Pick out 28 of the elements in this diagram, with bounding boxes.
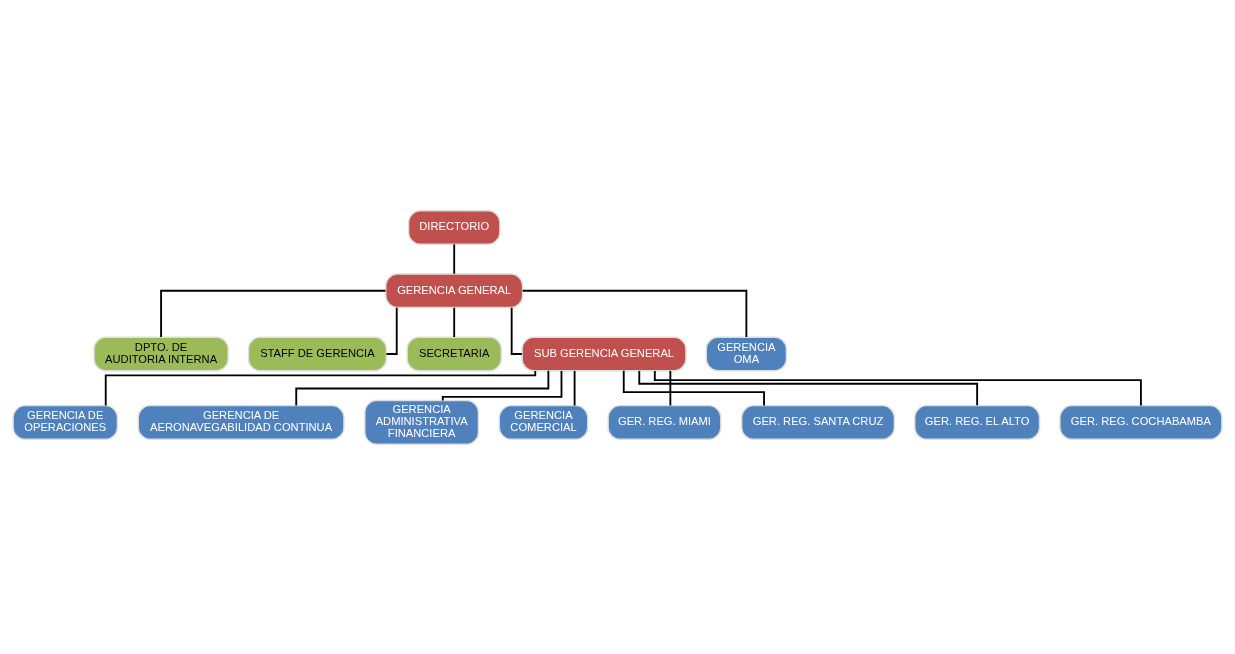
connector xyxy=(638,369,979,406)
node-box: GERENCIA DE OPERACIONES xyxy=(12,404,119,440)
connector xyxy=(573,369,576,406)
connector xyxy=(653,369,1142,406)
node-box: DPTO. DE AUDITORIA INTERNA xyxy=(93,336,229,371)
connector xyxy=(453,306,456,338)
node-box: GERENCIA GENERAL xyxy=(385,272,524,308)
connector xyxy=(453,243,456,275)
node-box: GERENCIA DE AERONAVEGABILIDAD CONTINUA xyxy=(137,404,345,440)
connector xyxy=(669,369,672,406)
node-box: GER. REG. EL ALTO xyxy=(914,404,1041,440)
node-box: SUB GERENCIA GENERAL xyxy=(521,336,687,371)
node-box: STAFF DE GERENCIA xyxy=(247,336,387,371)
connector xyxy=(441,369,563,401)
node-box: SECRETARIA xyxy=(406,336,502,371)
node-box: GERENCIA COMERCIAL xyxy=(498,404,589,440)
connector xyxy=(160,289,387,338)
node-box: GER. REG. COCHABAMBA xyxy=(1059,404,1223,440)
connector xyxy=(521,289,748,338)
connector xyxy=(385,306,398,355)
node-box: GER. REG. SANTA CRUZ xyxy=(741,404,896,440)
node-box: GERENCIA ADMINISTRATIVA FINANCIERA xyxy=(364,399,480,445)
node-box: GERENCIA OMA xyxy=(705,336,788,371)
connector xyxy=(622,369,765,406)
node-box: DIRECTORIO xyxy=(407,209,501,245)
connector xyxy=(510,306,523,355)
node-box: GER. REG. MIAMI xyxy=(607,404,722,440)
connector xyxy=(104,369,537,406)
